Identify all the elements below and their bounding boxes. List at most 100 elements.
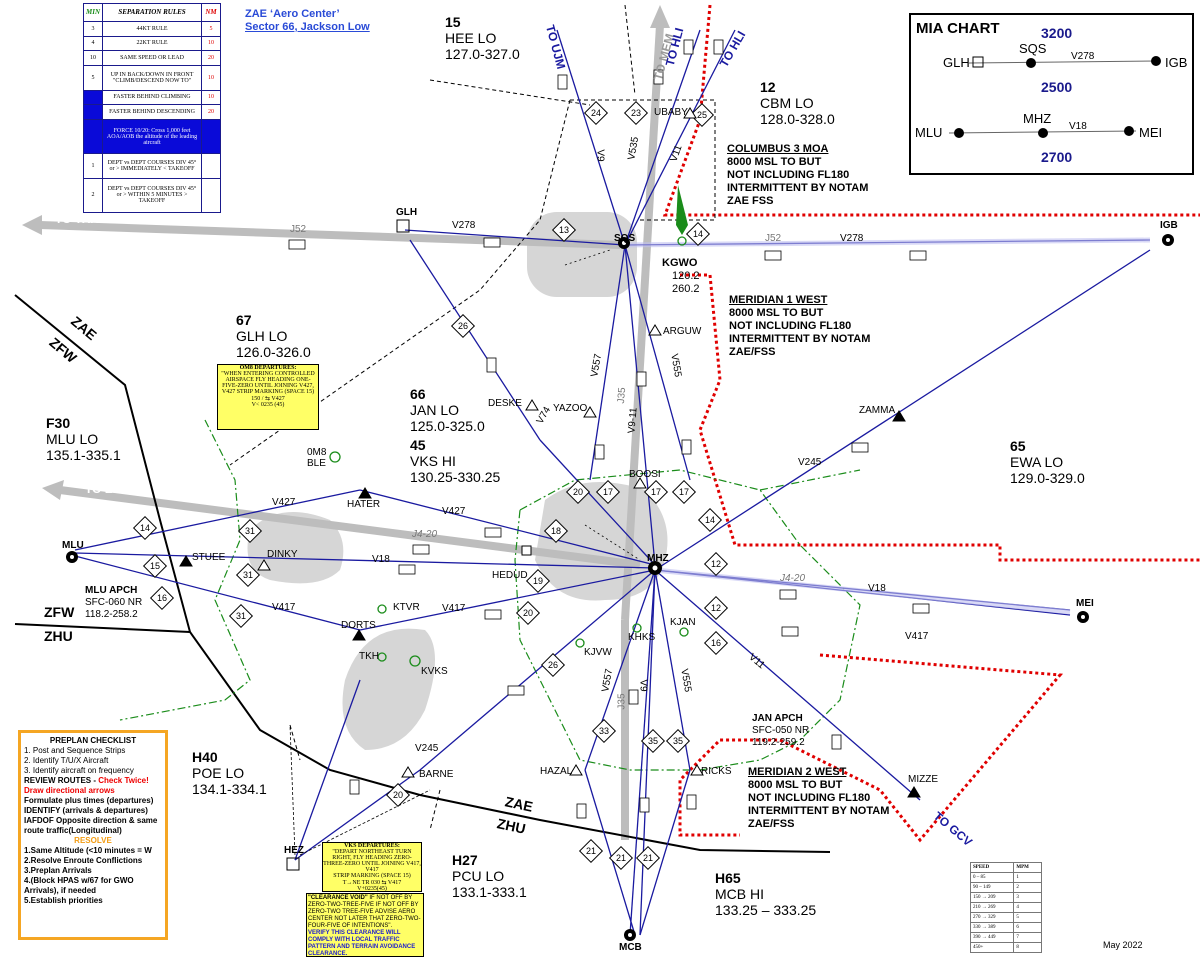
note-strip: T→NE TR 030 ⇆ V417	[342, 880, 402, 886]
approach-info: MLU APCH SFC-060 NR 118.2-258.2	[85, 585, 142, 621]
rule-text: FORCE 10/20: Cross 1,000 feet AOA/AOB th…	[102, 118, 202, 155]
fix-tkh: TKH	[359, 651, 379, 662]
mia-point: MEI	[1139, 125, 1163, 140]
airway-label: V9	[637, 679, 649, 692]
rule-min: 1	[82, 153, 104, 179]
col-title: SEPARATION RULES	[102, 3, 202, 22]
approach-info: JAN APCH SFC-050 NR 119.2-259.2	[752, 713, 809, 749]
airway-label: J52	[765, 233, 782, 244]
mia-airway: V278	[1071, 51, 1095, 62]
rule-text: UP IN BACK/DOWN IN FRONT "CLIMB/DESCEND …	[102, 65, 202, 91]
rule-min: 10	[82, 50, 104, 67]
formulate: Formulate plus times (departures) IDENTI…	[24, 796, 158, 835]
note-alt: V< 0235 (45)	[251, 402, 285, 408]
moa-line: NOT INCLUDING FL180	[748, 792, 871, 804]
speed-cell: 270 → 329	[969, 912, 1015, 923]
svg-text:17: 17	[651, 487, 661, 497]
rule-nm: 20	[201, 104, 221, 120]
airway-label: V278	[452, 220, 476, 231]
svg-text:19: 19	[533, 576, 543, 586]
mia-point: GLH	[943, 55, 970, 70]
checklist-item: 3. Identify aircraft on frequency	[24, 766, 134, 775]
fix-kjvw: KJVW	[584, 647, 612, 658]
navaid-glh: GLH	[396, 207, 418, 218]
svg-text:31: 31	[243, 570, 253, 580]
checklist-item: 1. Post and Sequence Strips	[24, 746, 126, 755]
kgwo-freq: 120.2	[672, 270, 700, 282]
sector-freq: 130.25-330.25	[410, 469, 501, 485]
center-name: ZAE ‘Aero Center’	[245, 8, 340, 20]
note-title: VKS DEPARTURES:	[344, 843, 400, 849]
moa-line: 8000 MSL TO BUT	[727, 156, 822, 168]
rule-min: 2	[82, 177, 104, 214]
fix-stuee: STUEE	[192, 552, 226, 563]
fix-kvks: KVKS	[421, 666, 448, 677]
navaid-mei: MEI	[1076, 598, 1094, 609]
sector-name: MCB HI	[715, 886, 764, 902]
fix-hazal: HAZAL	[540, 766, 573, 777]
mpm-cell: 8	[1013, 942, 1042, 953]
svg-text:12: 12	[711, 559, 721, 569]
svg-text:35: 35	[673, 736, 683, 746]
sector-freq: 135.1-335.1	[46, 447, 121, 463]
sector-name: MLU LO	[46, 431, 99, 447]
rule-nm: 10	[201, 35, 221, 52]
mia-point: MLU	[915, 125, 943, 140]
speed-cell: 150 → 209	[969, 892, 1015, 903]
mia-point: IGB	[1165, 55, 1188, 70]
moa-line: INTERMITTENT BY NOTAM	[727, 182, 869, 194]
airway-label: V245	[798, 457, 822, 468]
svg-text:18: 18	[551, 526, 561, 536]
sector-name: HEE LO	[445, 30, 497, 46]
airway-label: J35	[615, 386, 629, 405]
moa-title: COLUMBUS 3 MOA	[727, 143, 829, 155]
fix-deske: DESKE	[488, 398, 522, 409]
speed-cell: 330 → 389	[969, 922, 1015, 933]
svg-text:14: 14	[705, 515, 715, 525]
rule-nm	[201, 177, 221, 214]
note-strip: 150 / ⇆ V427	[251, 396, 285, 402]
fix-triangles	[179, 107, 921, 798]
svg-text:21: 21	[643, 853, 653, 863]
sector-id: H27	[452, 852, 478, 868]
svg-text:16: 16	[157, 593, 167, 603]
direction-label: TO EIC	[85, 482, 125, 496]
sector-freq: 126.0-326.0	[236, 344, 311, 360]
svg-text:13: 13	[559, 225, 569, 235]
cv-bold: "CLEARANCE VOID"	[308, 895, 368, 901]
airport-symbols	[329, 236, 689, 667]
svg-text:33: 33	[599, 726, 609, 736]
apch-freq: 118.2-258.2	[85, 609, 138, 620]
center-boundary	[14, 294, 831, 853]
rule-text: DEPT vs DEPT COURSES DIV 45° or > IMMEDI…	[102, 153, 202, 179]
navaid-igb: IGB	[1160, 220, 1178, 231]
moa-line: ZAE/FSS	[729, 346, 776, 358]
svg-text:20: 20	[573, 487, 583, 497]
mpm-cell: 6	[1013, 922, 1042, 933]
sector-name: VKS HI	[410, 453, 456, 469]
mpm-cell: 2	[1013, 882, 1042, 893]
note-alt: V+0235(45)	[357, 886, 387, 892]
rule-text: DEPT vs DEPT COURSES DIV 45° or > WITHIN…	[102, 177, 202, 214]
col-nm: NM	[201, 3, 221, 22]
clearance-void-note: "CLEARANCE VOID" IF NOT OFF BY ZERO-TWO-…	[306, 893, 424, 957]
airway-label: V427	[272, 497, 296, 508]
mia-lines	[948, 56, 1161, 138]
svg-text:25: 25	[697, 110, 707, 120]
navaid-sqs: SQS	[614, 233, 636, 244]
airway-label: V245	[415, 743, 439, 754]
fix-boosi: BOOSI	[629, 469, 661, 480]
svg-text:21: 21	[616, 853, 626, 863]
mpm-cell: 3	[1013, 892, 1042, 903]
svg-text:31: 31	[245, 526, 255, 536]
svg-text:17: 17	[603, 487, 613, 497]
rule-min	[82, 104, 104, 120]
moa-line: ZAE FSS	[727, 195, 774, 207]
airway-label: V18	[868, 583, 886, 594]
fix-kjan: KJAN	[670, 617, 696, 628]
fix-ktvr: KTVR	[393, 602, 420, 613]
